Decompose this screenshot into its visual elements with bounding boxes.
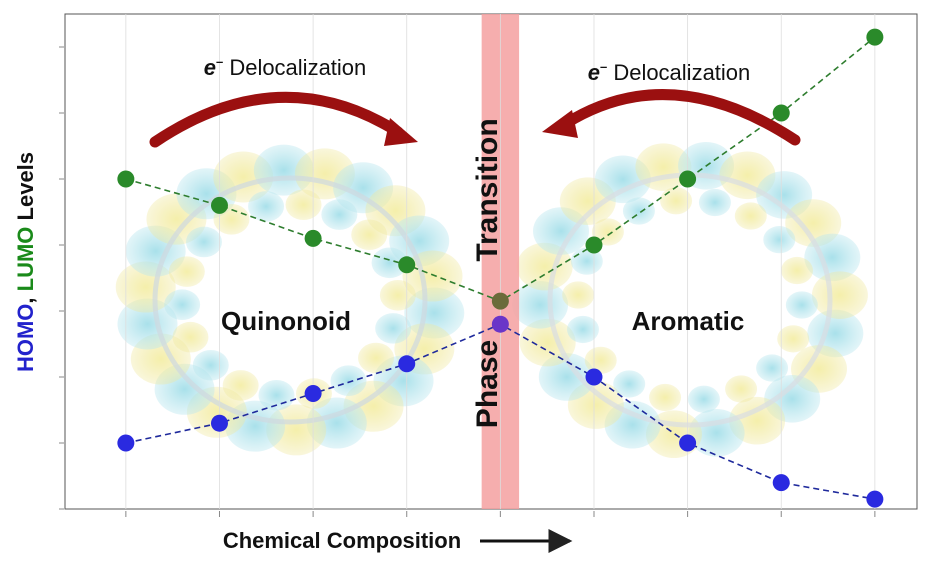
quinonoid-inner-orbital-lobe: [351, 219, 388, 251]
quinonoid-inner-orbital-lobe: [371, 247, 408, 279]
transition-label: Transition: [471, 118, 504, 261]
homo-point: [866, 490, 884, 508]
lumo-point: [772, 104, 790, 122]
aromatic-inner-orbital-lobe: [566, 315, 599, 344]
y-label-homo: HOMO: [13, 304, 38, 372]
aromatic-orbital-lobe: [512, 281, 569, 329]
homo-point: [772, 474, 790, 492]
lumo-point: [304, 229, 322, 247]
homo-point: [117, 434, 135, 452]
aromatic-inner-orbital-lobe: [649, 383, 682, 412]
aromatic-inner-orbital-lobe: [591, 218, 624, 246]
x-axis-ticks: [125, 511, 876, 517]
aromatic-inner-orbital-lobe: [785, 291, 818, 319]
quinonoid-inner-orbital-lobe: [358, 342, 395, 374]
homo-point: [210, 414, 228, 432]
quinonoid-inner-orbital-lobe: [164, 289, 201, 321]
left-delocalization-label: e– Delocalization: [204, 54, 367, 80]
aromatic-inner-orbital-lobe: [734, 202, 767, 230]
series-group: [117, 28, 884, 508]
quinonoid-inner-orbital-lobe: [379, 279, 416, 311]
aromatic-inner-orbital-lobe: [660, 187, 693, 215]
aromatic-inner-orbital-lobe: [698, 188, 731, 217]
aromatic-inner-orbital-lobe: [756, 354, 789, 382]
right-curved-arrow: [559, 89, 801, 146]
homo-point: [398, 355, 416, 373]
aromatic-inner-orbital-lobe: [763, 226, 796, 254]
aromatic-inner-orbital-lobe: [687, 385, 720, 413]
aromatic-inner-orbital-lobe: [613, 370, 646, 398]
aromatic-inner-orbital-lobe: [562, 281, 595, 309]
y-axis-ticks: [59, 46, 64, 510]
lumo-point: [866, 28, 884, 46]
lumo-point: [398, 256, 416, 274]
quinonoid-inner-orbital-lobe: [222, 370, 259, 401]
homo-point: [491, 315, 509, 333]
quinonoid-inner-orbital-lobe: [192, 349, 229, 381]
quinonoid-inner-orbital-lobe: [248, 191, 285, 222]
lumo-point: [491, 292, 509, 310]
quinonoid-label: Quinonoid: [221, 306, 351, 336]
right-delocalization-label: e– Delocalization: [588, 59, 751, 85]
y-label-levels: Levels: [13, 152, 38, 227]
aromatic-inner-orbital-lobe: [781, 256, 814, 285]
quinonoid-inner-orbital-lobe: [185, 226, 222, 258]
lumo-point: [679, 170, 697, 188]
aromatic-inner-orbital-lobe: [725, 375, 758, 403]
aromatic-orbital-lobe: [811, 271, 868, 319]
y-label-lumo: LUMO: [13, 227, 38, 292]
lumo-point: [585, 236, 603, 254]
left-arrow-head: [384, 118, 418, 146]
molecular-orbital-illustration: [115, 141, 868, 459]
aromatic-inner-orbital-lobe: [584, 346, 617, 374]
lumo-point: [210, 196, 228, 214]
aromatic-inner-orbital-lobe: [777, 325, 810, 353]
quinonoid-inner-orbital-lobe: [321, 199, 358, 230]
y-label-comma: ,: [13, 291, 38, 303]
lumo-point: [117, 170, 135, 188]
quinonoid-ring-backbone: [152, 175, 428, 425]
y-axis-label: HOMO, LUMO Levels: [13, 152, 38, 372]
left-curved-arrow: [149, 91, 404, 148]
quinonoid-inner-orbital-lobe: [285, 189, 322, 221]
homo-point: [304, 385, 322, 402]
quinonoid-inner-orbital-lobe: [375, 313, 412, 344]
quinonoid-inner-orbital-lobe: [172, 321, 209, 353]
aromatic-inner-orbital-lobe: [622, 197, 655, 225]
homo-point: [585, 368, 603, 386]
aromatic-label: Aromatic: [632, 306, 745, 336]
quinonoid-inner-orbital-lobe: [330, 365, 367, 396]
phase-label: Phase: [471, 340, 504, 428]
homo-point: [679, 434, 697, 452]
right-arrow-head: [542, 110, 578, 138]
x-axis-label: Chemical Composition: [223, 528, 461, 553]
quinonoid-inner-orbital-lobe: [168, 256, 205, 287]
